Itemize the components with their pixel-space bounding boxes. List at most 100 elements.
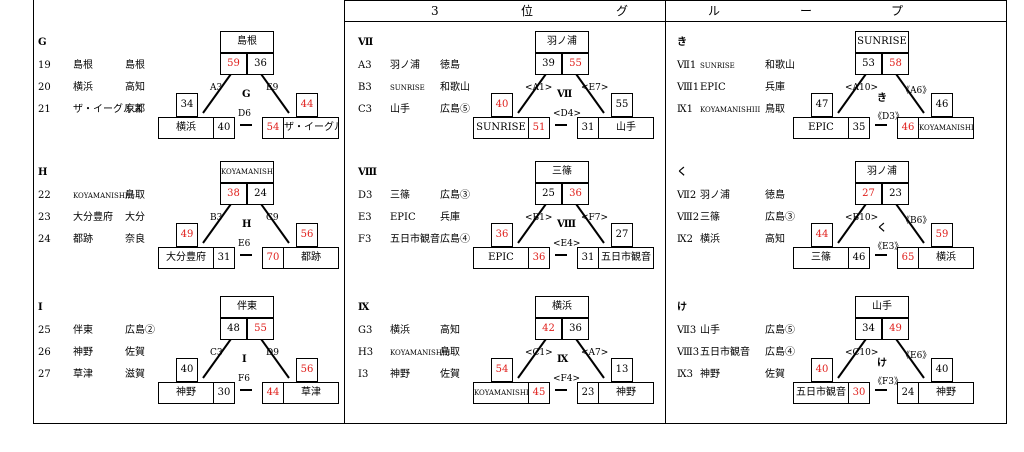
team-box-right: KOYAMANISHIII [918,117,974,139]
match-code-bottom: <E4> [553,239,581,249]
team-box-left: EPIC [793,117,849,139]
score-cell: 47 [811,93,833,117]
match-code-bottom: E6 [238,239,251,249]
score-cell: 25 [535,183,562,205]
team-pref: 大分 [125,212,145,223]
score-cell: 55 [562,53,589,75]
team-name: KOYAMANISHIII [73,192,134,200]
team-seed: Ⅷ3 [677,347,700,358]
match-code-bottom: 《F3》 [873,377,903,387]
match-code-right: E9 [266,83,279,93]
team-pref: 広島③ [440,190,470,201]
team-pref: 徳島 [440,60,460,71]
team-seed: Ⅶ2 [677,190,697,201]
team-box-left: 大分豊府 [158,247,214,269]
team-box-top: 山手 [855,296,909,318]
team-pref: 広島⑤ [765,325,795,336]
team-box-top: KOYAMANISHIII [220,161,274,183]
score-cell: 27 [611,223,633,247]
team-seed: 25 [38,325,51,336]
score-cell: 34 [855,318,882,340]
team-box-left: 神野 [158,382,214,404]
team-name: 島根 [73,60,93,71]
team-seed: Ⅷ1 [677,82,700,93]
group-label: く [677,167,687,178]
team-seed: Ⅶ1 [677,60,697,71]
team-box-top: 三篠 [535,161,589,183]
team-box-top: 横浜 [535,296,589,318]
match-code-bottom: <F4> [553,374,581,384]
team-pref: 鳥取 [125,190,145,201]
header-char: ル [708,4,721,18]
team-name: EPIC [700,82,726,93]
header-char: 3 [431,4,439,18]
score-cell: 55 [247,318,274,340]
team-box-right: 草津 [283,382,339,404]
score-cell: 36 [247,53,274,75]
team-pref: 広島③ [765,212,795,223]
team-seed: Ⅷ2 [677,212,700,223]
team-box-top: 羽ノ浦 [855,161,909,183]
group-label: I [38,302,43,313]
score-cell: 40 [931,358,953,382]
team-box-top: 島根 [220,31,274,53]
group-label: G [38,37,47,48]
team-pref: 高知 [440,325,460,336]
match-code-right: C9 [266,213,279,223]
team-seed: A3 [358,60,372,71]
frame-right [1006,0,1007,424]
match-code-bottom: <D4> [553,109,582,119]
team-pref: 広島④ [765,347,795,358]
score-cell: 44 [262,382,284,404]
group-label: き [677,37,687,48]
team-pref: 島根 [125,60,145,71]
score-cell: 44 [296,93,318,117]
team-seed: G3 [358,325,373,336]
match-code-left: <A1> [525,83,553,93]
team-name: SUNRISE [390,84,425,92]
score-cell: 23 [882,183,909,205]
group-label: Ⅶ [358,37,374,48]
score-cell: 30 [213,382,235,404]
team-box-right: 五日市観音 [598,247,654,269]
team-seed: 26 [38,347,51,358]
score-cell: 56 [296,358,318,382]
team-box-top: SUNRISE [855,31,909,53]
match-code-left: A3 [210,83,223,93]
score-cell: 42 [535,318,562,340]
team-seed: F3 [358,234,372,245]
score-cell: 36 [491,223,513,247]
team-pref: 滋賀 [125,369,145,380]
bracket-H: KOYAMANISHIII38244956大分豊府3170都跡B3C9E6H [158,161,339,271]
team-pref: 奈良 [125,234,145,245]
team-seed: 27 [38,369,51,380]
group-label: H [38,167,48,178]
team-seed: Ⅶ3 [677,325,697,336]
team-name: 大分豊府 [73,212,113,223]
match-code-left: C3 [210,348,223,358]
score-cell: 49 [176,223,198,247]
score-cell: 31 [577,117,599,139]
score-cell: 24 [247,183,274,205]
team-name: 神野 [390,369,410,380]
score-cell: 35 [848,117,870,139]
team-pref: 広島⑤ [440,104,470,115]
team-name: 草津 [73,369,93,380]
score-cell: 51 [528,117,550,139]
score-cell: 31 [577,247,599,269]
match-code-left: B3 [210,213,223,223]
score-cell: 53 [855,53,882,75]
match-code-bottom: D6 [238,109,251,119]
team-pref: 高知 [125,82,145,93]
team-name: 山手 [390,104,410,115]
header-rule-bottom [344,21,1006,22]
team-box-right: 神野 [918,382,974,404]
divider-2 [665,0,666,424]
team-name: 五日市観音 [700,347,750,358]
score-cell: 58 [882,53,909,75]
